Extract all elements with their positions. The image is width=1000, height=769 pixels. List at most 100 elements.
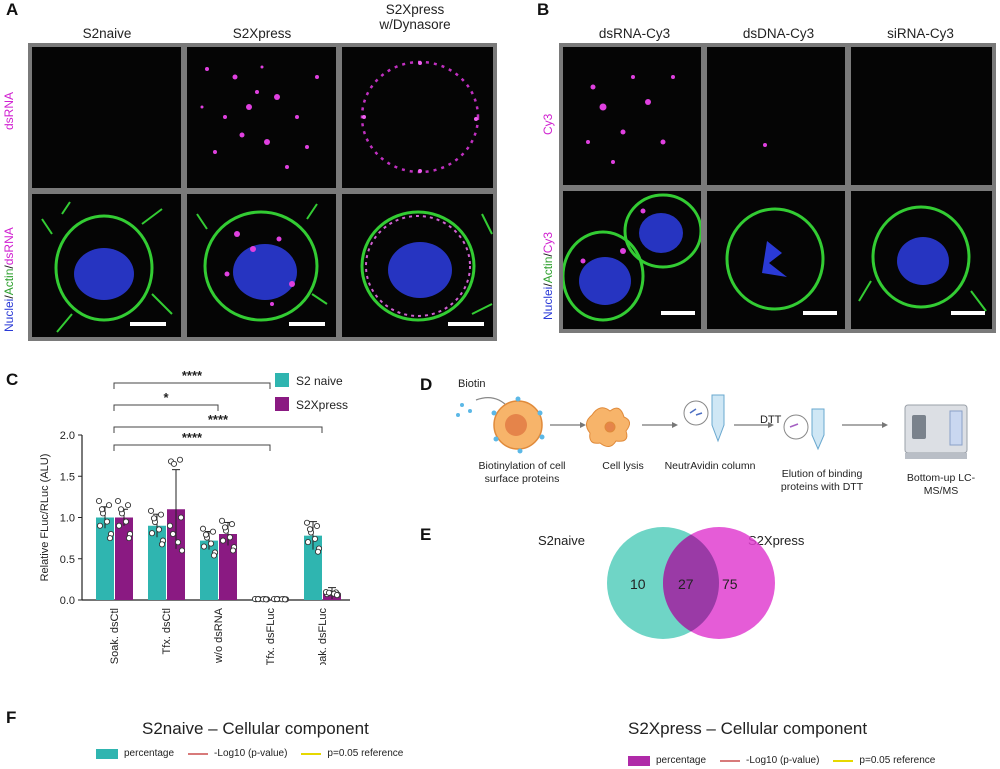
- legend-log-pvalue: -Log10 (p-value): [214, 748, 288, 759]
- panel-b-col-dsdna-cy3: dsDNA-Cy3: [742, 26, 815, 41]
- venn-diagram: [607, 527, 775, 639]
- step-neutravidin: NeutrAvidin column: [664, 460, 756, 472]
- venn-overlap-count: 27: [678, 576, 694, 592]
- data-point: [303, 519, 311, 526]
- venn-left-count: 10: [630, 576, 646, 592]
- data-point: [105, 502, 113, 509]
- micrograph-dsrna-merge: [563, 191, 701, 329]
- panel-letter-a: A: [6, 0, 19, 19]
- y-tick-label: 2.0: [60, 430, 75, 442]
- micrograph-s2xpress-dsrna: [187, 47, 336, 188]
- data-point: [117, 506, 125, 513]
- venn-overlap: [662, 534, 720, 632]
- data-point: [103, 518, 111, 525]
- legend-swatch-percentage: [628, 755, 650, 766]
- panel-f-left-title: S2naive – Cellular component: [142, 719, 369, 738]
- data-point: [306, 526, 314, 533]
- data-point: [325, 589, 333, 596]
- y-tick-label: 1.0: [60, 513, 75, 525]
- micrograph-dsrna-cy3: [563, 47, 701, 185]
- elution-tube-icon: [783, 408, 825, 451]
- y-axis-label: Relative FLuc/RLuc (ALU): [39, 454, 51, 582]
- significance-label: ****: [182, 368, 203, 383]
- scale-bar: [130, 322, 166, 326]
- step-cell-lysis: Cell lysis: [602, 460, 644, 472]
- data-point: [209, 528, 217, 535]
- data-point: [254, 596, 262, 603]
- data-point: [176, 456, 184, 463]
- data-point: [273, 596, 281, 603]
- legend-swatch: [275, 397, 289, 411]
- panel-b-col-sirna-cy3: siRNA-Cy3: [887, 26, 954, 41]
- panel-b-col-dsrna-cy3: dsRNA-Cy3: [598, 26, 671, 41]
- data-point: [200, 543, 208, 550]
- legend-swatch-percentage: [96, 748, 118, 759]
- legend-label: S2Xpress: [296, 398, 348, 412]
- data-point: [229, 547, 237, 554]
- panel-letter-c: C: [6, 370, 19, 389]
- data-point: [178, 547, 186, 554]
- legend-label: S2 naive: [296, 374, 343, 388]
- data-point: [158, 541, 166, 548]
- panel-letter-e: E: [420, 525, 432, 544]
- significance-bracket: [113, 444, 271, 451]
- cell-icon: [491, 396, 545, 454]
- scale-bar: [951, 311, 985, 315]
- y-tick-label: 1.5: [60, 471, 75, 483]
- data-point: [207, 540, 215, 547]
- label-actin: Actin: [541, 256, 555, 284]
- bar: [115, 517, 133, 600]
- data-point: [177, 514, 185, 521]
- significance-bracket: [113, 382, 271, 389]
- venn-left-label: S2naive: [538, 533, 585, 548]
- micrograph-s2naive-merge: [32, 194, 181, 337]
- significance-label: ****: [208, 412, 229, 427]
- legend-swatch-log: [720, 759, 741, 762]
- x-tick-label: Tfx. dsCtl: [161, 608, 173, 654]
- data-point: [124, 502, 132, 509]
- scale-bar: [803, 311, 837, 315]
- panel-a-col-s2xpress: S2Xpress: [232, 26, 292, 41]
- data-point: [115, 522, 123, 529]
- legend-swatch-log: [188, 752, 209, 755]
- x-tick-label: Soak. dsCtl: [109, 608, 121, 664]
- data-point: [202, 531, 210, 538]
- data-point: [228, 521, 236, 528]
- panel-b-row2-label: Nuclei/Actin/Cy3: [541, 231, 555, 320]
- label-actin: Actin: [2, 268, 16, 296]
- data-point: [304, 539, 312, 546]
- panel-b-micrograph-grid: [559, 43, 996, 333]
- bar: [96, 517, 114, 600]
- panel-a-micrograph-grid: [28, 43, 497, 341]
- y-tick-label: 0.0: [60, 595, 75, 607]
- data-point: [281, 596, 289, 603]
- data-point: [147, 507, 155, 514]
- venn-right-label: S2Xpress: [748, 533, 805, 548]
- panel-a-row2-label: Nuclei/Actin/dsRNA: [2, 227, 16, 332]
- data-point: [150, 515, 158, 522]
- data-point: [106, 535, 114, 542]
- data-point: [311, 535, 319, 542]
- micrograph-sirna-merge: [851, 191, 992, 329]
- data-point: [155, 526, 163, 533]
- data-point: [148, 530, 156, 537]
- micrograph-s2naive-dsrna: [32, 47, 181, 188]
- label-nuclei: Nuclei: [541, 286, 555, 320]
- data-point: [210, 552, 218, 559]
- panel-f-right-title: S2Xpress – Cellular component: [628, 719, 868, 738]
- data-point: [226, 534, 234, 541]
- panel-a-col-dynasore: S2Xpress w/Dynasore: [379, 2, 451, 32]
- x-tick-label: w/o dsRNA: [213, 607, 225, 664]
- data-point: [96, 522, 104, 529]
- biotin-dots-icon: [456, 403, 472, 417]
- legend-percentage: percentage: [124, 748, 175, 759]
- panel-f-right-legend: percentage -Log10 (p-value) p=0.05 refer…: [628, 755, 935, 766]
- legend-log-pvalue: -Log10 (p-value): [746, 755, 820, 766]
- data-point: [170, 460, 178, 467]
- legend-reference: p=0.05 reference: [327, 748, 404, 759]
- micrograph-dsdna-merge: [707, 191, 845, 329]
- micrograph-s2xpress-merge: [187, 194, 336, 337]
- venn-right-count: 75: [722, 576, 738, 592]
- panel-b-row1-label: Cy3: [541, 113, 555, 135]
- scale-bar: [448, 322, 484, 326]
